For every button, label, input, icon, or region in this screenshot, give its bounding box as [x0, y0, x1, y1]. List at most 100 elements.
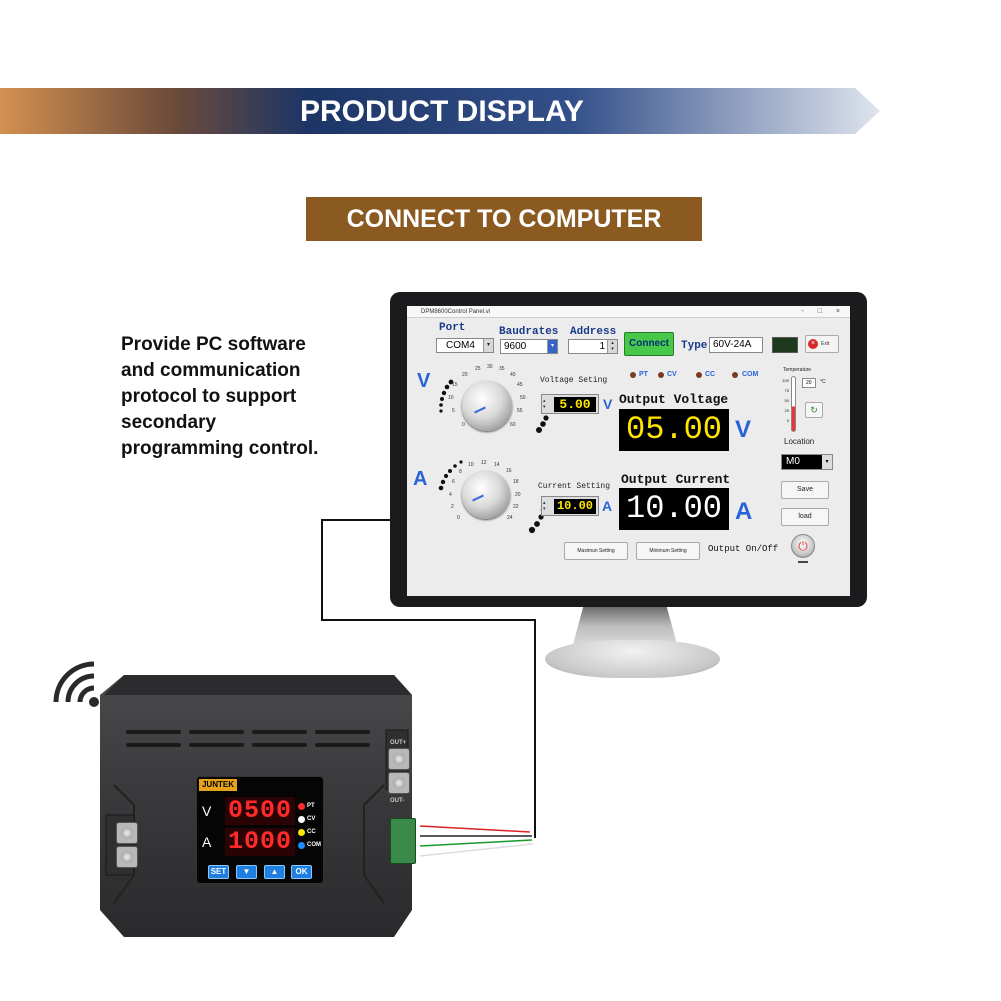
load-button[interactable]: load: [781, 508, 829, 526]
voltage-knob[interactable]: [462, 381, 512, 431]
cv-led: [658, 372, 664, 378]
cc-indicator-label: CC: [705, 371, 716, 378]
banner-title: PRODUCT DISPLAY: [300, 95, 584, 128]
current-tick: 4: [449, 492, 452, 498]
output-voltage-display: 05.00: [619, 409, 729, 451]
voltage-unit-label: V: [417, 370, 431, 392]
temperature-scale-tick: 0: [786, 418, 789, 423]
control-panel-window: DPM8600Control Panel.vi - □ × Port COM4 …: [407, 306, 850, 596]
port-select[interactable]: COM4 ▾: [436, 338, 494, 353]
cv-indicator-label: CV: [667, 371, 677, 378]
current-tick: 10: [468, 462, 474, 468]
device-cc-led: [298, 829, 305, 836]
device-voltage-display: 0500: [225, 797, 295, 825]
power-icon[interactable]: ⏻: [791, 534, 815, 558]
temperature-scale: 100 75 50 25 0: [779, 376, 789, 426]
device-down-key[interactable]: ▼: [236, 865, 257, 879]
temperature-unit: °C: [820, 379, 826, 385]
current-tick: 18: [513, 479, 519, 485]
pt-indicator-label: PT: [639, 371, 648, 378]
description-line: and communication: [121, 360, 301, 381]
maximum-setting-button[interactable]: Maximun Setting: [564, 542, 628, 560]
voltage-tick: 20: [462, 372, 468, 378]
connect-button[interactable]: Connect: [624, 332, 674, 356]
device-ok-key[interactable]: OK: [291, 865, 312, 879]
location-select[interactable]: M0 ▾: [781, 454, 833, 470]
voltage-tick: 5: [452, 408, 455, 414]
voltage-tick: 60: [510, 422, 516, 428]
voltage-setting-field[interactable]: ▴▾ 5.00: [541, 394, 599, 414]
description-line: secondary: [121, 412, 217, 433]
refresh-icon[interactable]: ↻: [805, 402, 823, 418]
baudrates-select[interactable]: 9600 ▾: [500, 339, 558, 354]
temperature-scale-tick: 100: [782, 378, 789, 383]
com-led: [732, 372, 738, 378]
close-icon: ×: [808, 339, 818, 349]
type-label: Type: [681, 340, 708, 352]
device-cc-label: CC: [307, 829, 316, 835]
voltage-tick: 45: [517, 382, 523, 388]
type-field[interactable]: 60V-24A: [709, 337, 763, 353]
out-plus-label: OUT+: [390, 740, 407, 746]
window-controls[interactable]: - □ ×: [801, 308, 846, 315]
pt-led: [630, 372, 636, 378]
device-pt-label: PT: [307, 803, 315, 809]
current-setting-field[interactable]: ▴▾ 10.00: [541, 496, 599, 516]
voltage-setting-label: Voltage Seting: [540, 376, 608, 385]
output-onoff-label: Output On/Off: [708, 544, 779, 554]
terminal-screw: [116, 822, 138, 844]
chevron-down-icon: ▾: [822, 455, 832, 469]
stepper-icon[interactable]: ▴▾: [607, 340, 617, 353]
communication-port: [390, 818, 416, 864]
address-label: Address: [570, 326, 617, 338]
out-minus-label: OUT-: [390, 798, 405, 804]
voltage-tick: 30: [487, 364, 493, 370]
thermometer: [791, 376, 796, 432]
type-led: [772, 337, 798, 353]
stepper-icon[interactable]: ▴▾: [543, 500, 546, 512]
temperature-scale-tick: 75: [784, 388, 789, 393]
temperature-scale-tick: 50: [784, 398, 789, 403]
device-current-display: 1000: [225, 828, 295, 856]
port-value: COM4: [446, 340, 475, 351]
output-voltage-label: Output Voltage: [619, 392, 729, 407]
chevron-down-icon: ▾: [547, 340, 557, 353]
port-label: Port: [439, 322, 466, 334]
device-set-key[interactable]: SET: [208, 865, 229, 879]
current-setting-unit: A: [602, 498, 613, 514]
minimum-setting-button[interactable]: Minimum Setting: [636, 542, 700, 560]
monitor-base: [545, 640, 720, 678]
current-tick: 14: [494, 462, 500, 468]
chevron-down-icon: ▾: [483, 339, 493, 352]
device-brand: JUNTEK: [199, 779, 237, 791]
description-line: Provide PC software: [121, 334, 306, 355]
current-tick: 12: [481, 460, 487, 466]
device-up-key[interactable]: ▲: [264, 865, 285, 879]
save-button[interactable]: Save: [781, 481, 829, 499]
baudrates-label: Baudrates: [499, 326, 559, 338]
baudrates-value: 9600: [504, 341, 527, 352]
section-title: CONNECT TO COMPUTER: [306, 197, 702, 241]
terminal-screw: [388, 772, 410, 794]
temperature-scale-tick: 25: [784, 408, 789, 413]
voltage-tick: 0: [462, 422, 465, 428]
device-com-label: COM: [307, 842, 321, 848]
current-tick: 8: [459, 469, 462, 475]
device-com-led: [298, 842, 305, 849]
voltage-tick: 15: [452, 382, 458, 388]
stepper-icon[interactable]: ▴▾: [543, 398, 546, 410]
current-unit-label: A: [413, 468, 428, 490]
voltage-tick: 50: [520, 395, 526, 401]
current-tick: 2: [451, 504, 454, 510]
device-cv-led: [298, 816, 305, 823]
power-led: [798, 561, 808, 563]
output-current-display: 10.00: [619, 488, 729, 530]
current-knob[interactable]: [462, 471, 510, 519]
device-voltage-label: V: [202, 803, 212, 819]
voltage-tick: 40: [510, 372, 516, 378]
temperature-value: 20: [802, 378, 816, 388]
output-voltage-unit: V: [735, 416, 752, 443]
voltage-tick: 25: [475, 366, 481, 372]
address-field[interactable]: 1 ▴▾: [568, 339, 618, 354]
